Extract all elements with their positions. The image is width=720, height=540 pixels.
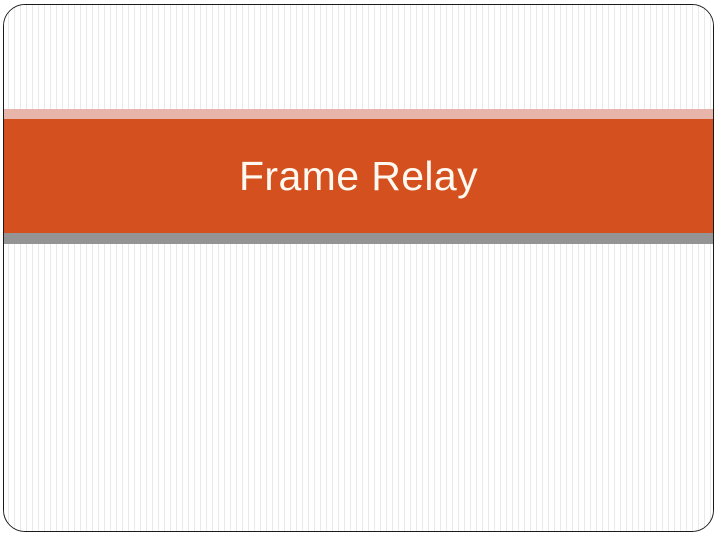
banner-main-bar xyxy=(4,119,713,233)
banner-bottom-accent-bar xyxy=(4,233,713,244)
slide-title: Frame Relay xyxy=(238,152,479,199)
banner-top-accent-bar xyxy=(4,109,713,119)
title-banner: Frame Relay xyxy=(4,109,713,247)
slide-frame: Frame Relay xyxy=(3,4,714,532)
pinstripe-background xyxy=(4,5,713,531)
slide-content-area xyxy=(4,247,713,531)
